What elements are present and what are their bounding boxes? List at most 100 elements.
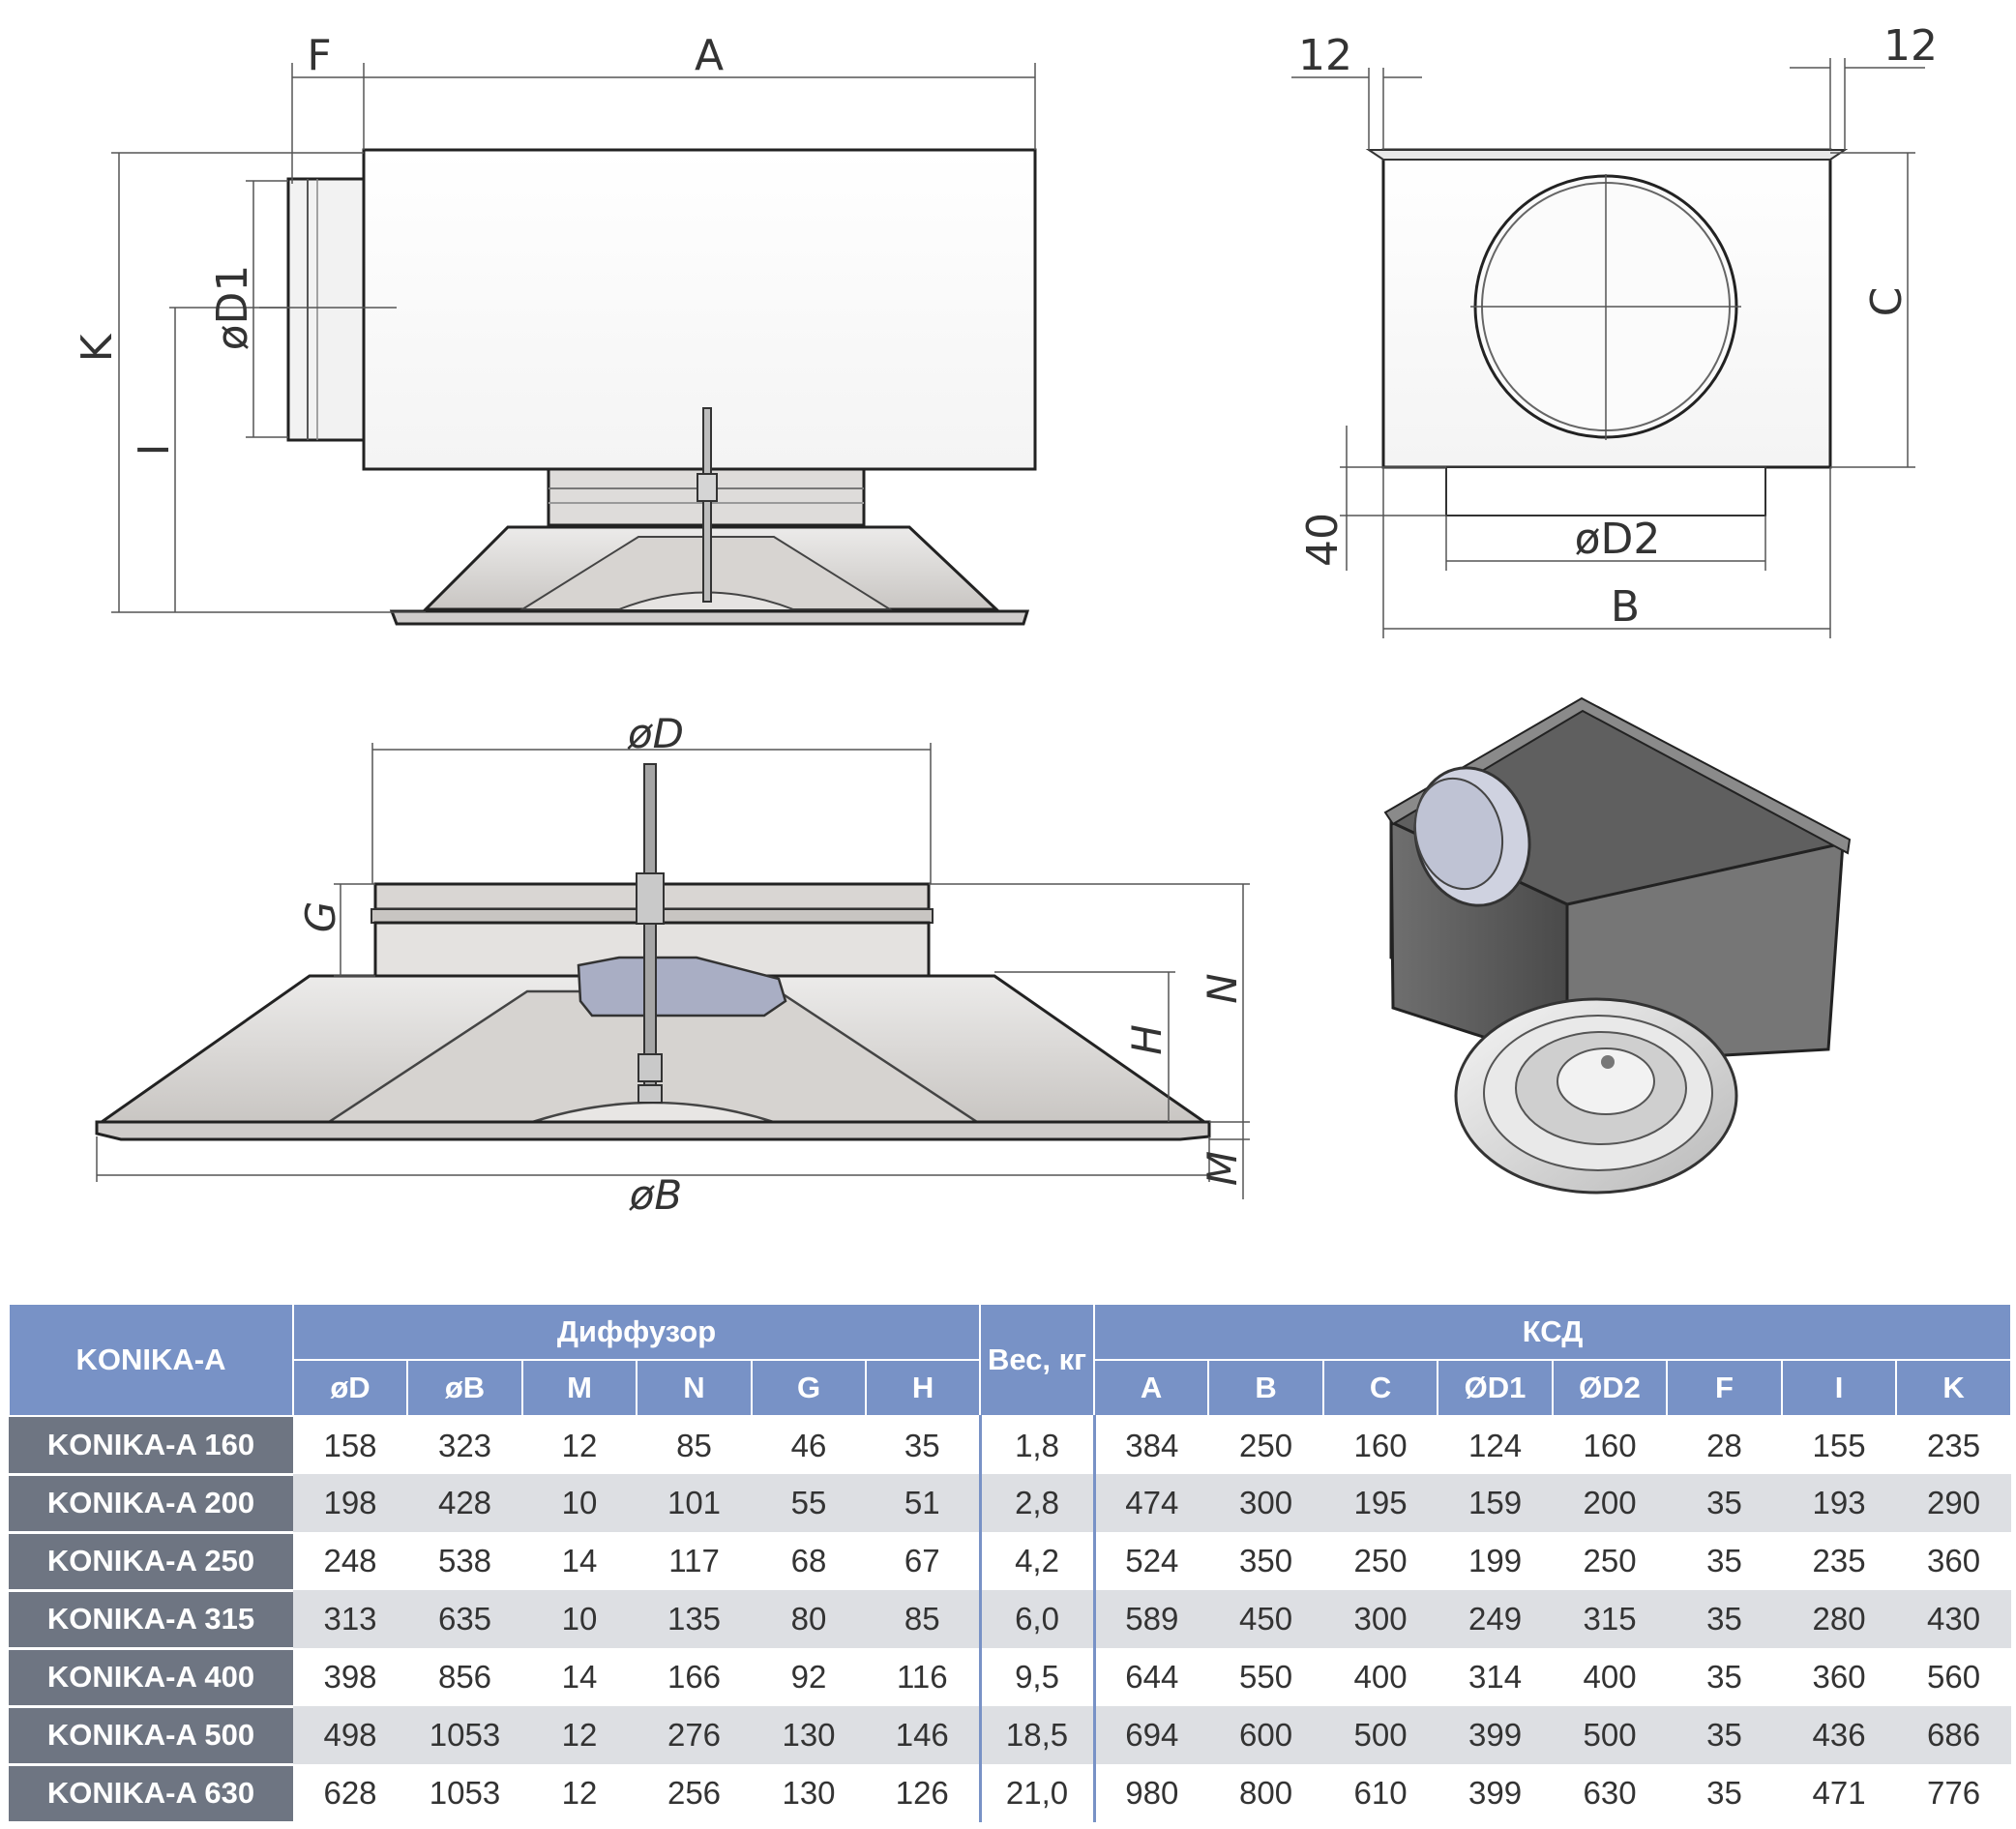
- dim-label-h: H: [1123, 1024, 1171, 1055]
- cell-ksd-k: 430: [1896, 1590, 2012, 1648]
- cell-diameter-b: 538: [407, 1532, 522, 1590]
- cell-ksd-b: 550: [1208, 1648, 1324, 1706]
- cell-n: 276: [637, 1706, 752, 1764]
- cell-h: 146: [866, 1706, 981, 1764]
- technical-drawings: F A øD1 K I 12 12 C: [73, 21, 1938, 1219]
- cell-h: 116: [866, 1648, 981, 1706]
- header-col-ksd-k: K: [1895, 1359, 2013, 1417]
- cell-n: 135: [637, 1590, 752, 1648]
- cell-ksd-i: 193: [1782, 1474, 1897, 1532]
- cell-diameter-d: 398: [293, 1648, 407, 1706]
- cell-ksd-b: 300: [1208, 1474, 1324, 1532]
- header-col-m: M: [521, 1359, 637, 1417]
- cell-g: 130: [752, 1706, 866, 1764]
- cell-weight: 6,0: [978, 1590, 1095, 1648]
- cell-ksd-d1: 124: [1438, 1416, 1554, 1474]
- cell-ksd-a: 980: [1092, 1764, 1209, 1822]
- dim-label-40: 40: [1298, 513, 1348, 567]
- cell-n: 117: [637, 1532, 752, 1590]
- dim-label-b: B: [1611, 582, 1640, 632]
- dim-label-f: F: [307, 31, 331, 80]
- cell-ksd-a: 694: [1092, 1706, 1209, 1764]
- cell-m: 14: [522, 1648, 637, 1706]
- cell-model: KONIKA-A 160: [9, 1416, 293, 1476]
- cell-ksd-b: 250: [1208, 1416, 1324, 1474]
- cell-ksd-a: 384: [1092, 1416, 1209, 1474]
- cell-ksd-d1: 399: [1438, 1706, 1554, 1764]
- cell-ksd-f: 35: [1667, 1590, 1783, 1648]
- cell-ksd-b: 450: [1208, 1590, 1324, 1648]
- cell-ksd-a: 644: [1092, 1648, 1209, 1706]
- dim-label-i: I: [130, 444, 179, 457]
- diffuser-view: øD G H N M øB: [95, 710, 1250, 1219]
- isometric-view: [1383, 696, 1852, 1195]
- cell-g: 68: [752, 1532, 866, 1590]
- dim-label-12-left: 12: [1298, 31, 1352, 80]
- cell-m: 12: [522, 1416, 637, 1474]
- cell-model: KONIKA-A 630: [9, 1764, 293, 1824]
- dim-label-d2: øD2: [1575, 515, 1661, 564]
- cell-ksd-d1: 159: [1438, 1474, 1554, 1532]
- cell-ksd-f: 35: [1667, 1764, 1783, 1822]
- cell-ksd-d2: 160: [1553, 1416, 1668, 1474]
- cell-ksd-d1: 399: [1438, 1764, 1554, 1822]
- cell-ksd-i: 280: [1782, 1590, 1897, 1648]
- cell-h: 35: [866, 1416, 981, 1474]
- cell-h: 67: [866, 1532, 981, 1590]
- cell-ksd-d1: 314: [1438, 1648, 1554, 1706]
- dim-label-diffuser-d: øD: [627, 710, 684, 757]
- cell-diameter-b: 1053: [407, 1764, 522, 1822]
- dim-label-c: C: [1862, 287, 1912, 317]
- cell-m: 12: [522, 1764, 637, 1822]
- cell-n: 85: [637, 1416, 752, 1474]
- cell-ksd-k: 235: [1896, 1416, 2012, 1474]
- header-model: KONIKA-A: [8, 1303, 294, 1417]
- cell-ksd-k: 560: [1896, 1648, 2012, 1706]
- header-col-ksd-d1: ØD1: [1437, 1359, 1555, 1417]
- cell-ksd-k: 290: [1896, 1474, 2012, 1532]
- dim-label-d1: øD1: [208, 265, 257, 351]
- cell-diameter-d: 248: [293, 1532, 407, 1590]
- header-col-d: øD: [292, 1359, 408, 1417]
- cell-ksd-k: 686: [1896, 1706, 2012, 1764]
- header-weight: Вес, кг: [979, 1303, 1096, 1417]
- dim-label-g: G: [297, 901, 344, 933]
- cell-diameter-b: 856: [407, 1648, 522, 1706]
- cell-m: 10: [522, 1590, 637, 1648]
- cell-m: 10: [522, 1474, 637, 1532]
- cell-ksd-i: 436: [1782, 1706, 1897, 1764]
- cell-ksd-f: 35: [1667, 1706, 1783, 1764]
- cell-h: 85: [866, 1590, 981, 1648]
- cell-diameter-b: 1053: [407, 1706, 522, 1764]
- cell-ksd-c: 610: [1323, 1764, 1438, 1822]
- cell-g: 130: [752, 1764, 866, 1822]
- cell-ksd-c: 195: [1323, 1474, 1438, 1532]
- cell-n: 166: [637, 1648, 752, 1706]
- cell-ksd-d2: 200: [1553, 1474, 1668, 1532]
- cell-model: KONIKA-A 500: [9, 1706, 293, 1766]
- cell-diameter-d: 313: [293, 1590, 407, 1648]
- cell-g: 92: [752, 1648, 866, 1706]
- cell-ksd-d1: 199: [1438, 1532, 1554, 1590]
- cell-ksd-b: 350: [1208, 1532, 1324, 1590]
- cell-ksd-d2: 400: [1553, 1648, 1668, 1706]
- cell-model: KONIKA-A 200: [9, 1474, 293, 1534]
- header-col-ksd-a: A: [1093, 1359, 1210, 1417]
- cell-ksd-d2: 315: [1553, 1590, 1668, 1648]
- cell-n: 256: [637, 1764, 752, 1822]
- cell-ksd-k: 360: [1896, 1532, 2012, 1590]
- cell-diameter-b: 428: [407, 1474, 522, 1532]
- cell-ksd-c: 400: [1323, 1648, 1438, 1706]
- cell-ksd-k: 776: [1896, 1764, 2012, 1822]
- dim-label-k: K: [73, 333, 122, 362]
- specification-table: KONIKA-A Диффузор Вес, кг КСД øD øB M N …: [8, 1303, 2013, 1824]
- cell-ksd-i: 360: [1782, 1648, 1897, 1706]
- cell-ksd-c: 500: [1323, 1706, 1438, 1764]
- cell-diameter-b: 323: [407, 1416, 522, 1474]
- cell-ksd-f: 35: [1667, 1474, 1783, 1532]
- cell-ksd-a: 524: [1092, 1532, 1209, 1590]
